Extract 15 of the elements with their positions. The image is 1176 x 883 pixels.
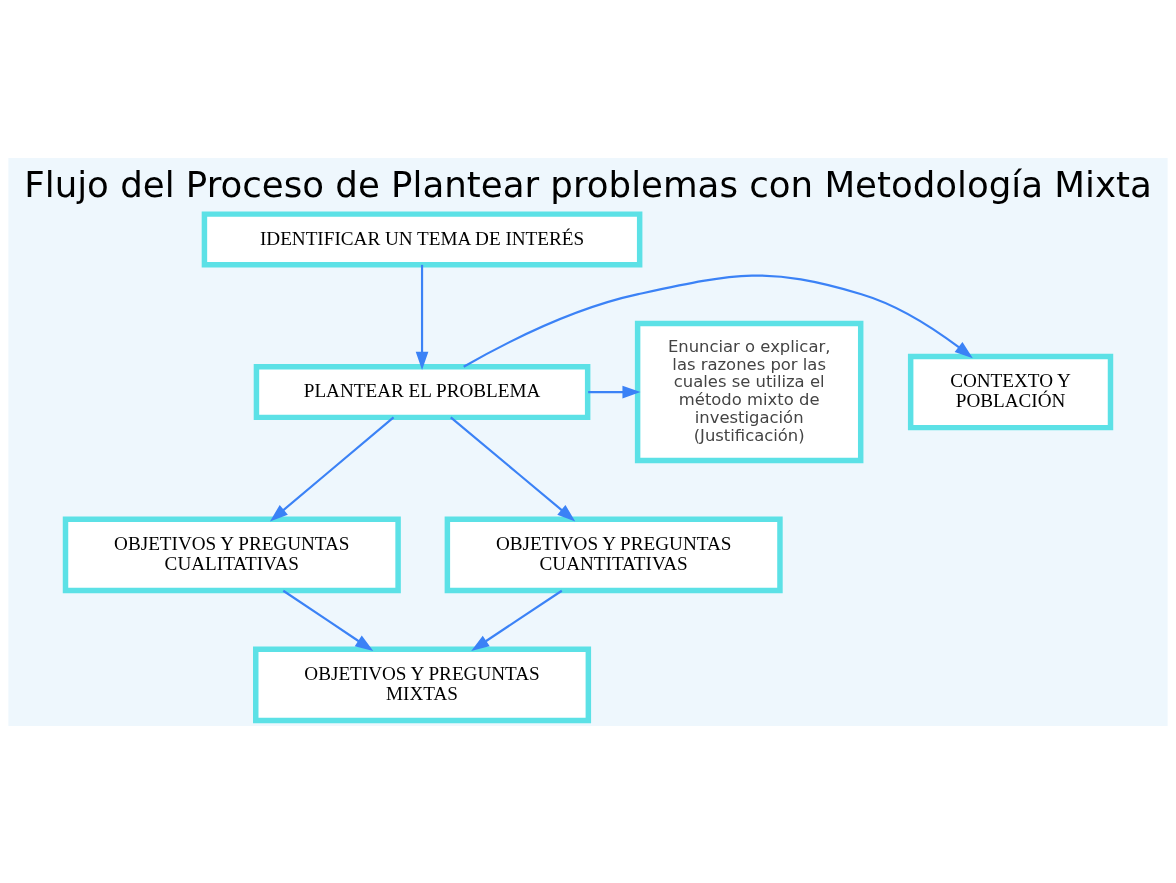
node-box: PLANTEAR EL PROBLEMA [253, 363, 591, 420]
arrow [471, 589, 563, 651]
node-box: IDENTIFICAR UN TEMA DE INTERÉS [201, 210, 643, 267]
arrow [588, 385, 641, 398]
node-box: OBJETIVOS Y PREGUNTAS CUANTITATIVAS [444, 516, 783, 593]
node-box: Enunciar o explicar, las razones por las cuales se utiliza el método mixto de investigación (Justificación) [634, 320, 864, 463]
diagram-title: Flujo del Proceso de Plantear problemas con Metodología Mixta [24, 163, 1152, 205]
arrow [282, 589, 374, 651]
arrow [415, 264, 429, 370]
arrow [450, 416, 576, 521]
node-box: CONTEXTO Y POBLACIÓN [907, 353, 1114, 430]
node-box: OBJETIVOS Y PREGUNTAS CUALITATIVAS [62, 516, 401, 593]
arrow [269, 416, 395, 521]
node-box: OBJETIVOS Y PREGUNTAS MIXTAS [253, 646, 592, 723]
arrow [463, 274, 973, 368]
